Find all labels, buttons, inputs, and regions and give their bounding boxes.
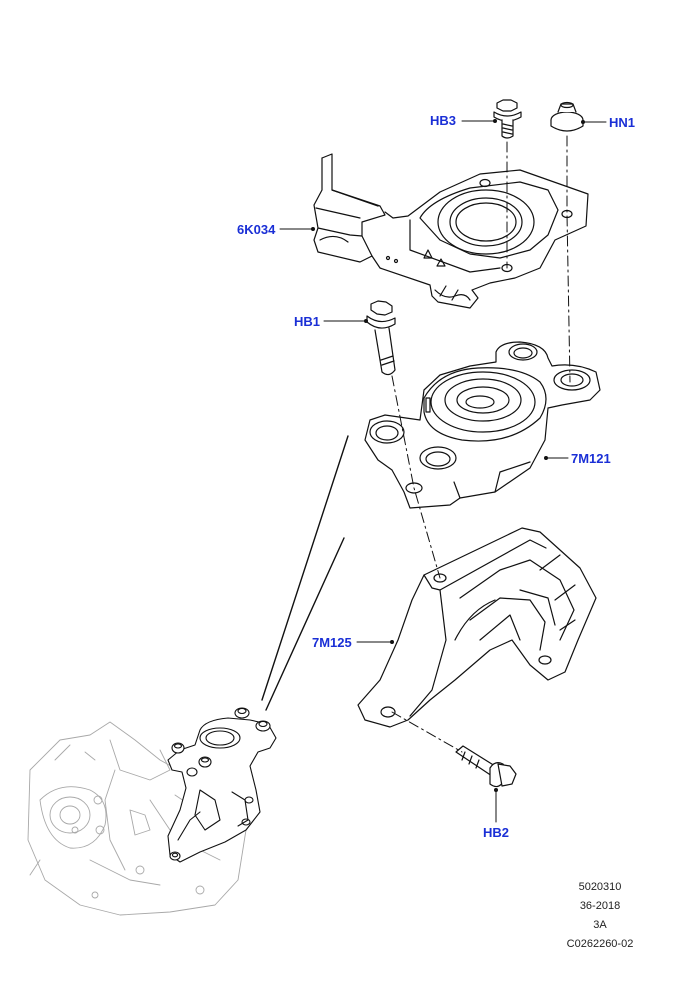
- leader-dot-hn1: [581, 120, 585, 124]
- leader-dot-7m125: [390, 640, 394, 644]
- callout-hb2[interactable]: HB2: [483, 825, 510, 840]
- callout-6k034[interactable]: 6K034: [237, 222, 276, 237]
- illustration-reference: 5020310 36-2018 3A C0262260-02: [560, 878, 640, 954]
- engine-mount-7m121[interactable]: [364, 341, 601, 509]
- bolt-hb3[interactable]: [493, 99, 522, 139]
- callout-hb1[interactable]: HB1: [294, 314, 321, 329]
- bracket-6k034[interactable]: [313, 153, 589, 309]
- alignment-line-hb1: [391, 375, 441, 579]
- illustration-catalog-code: C0262260-02: [566, 938, 634, 950]
- alignment-line-hb2: [391, 711, 463, 753]
- callout-hb3[interactable]: HB3: [430, 113, 457, 128]
- illustration-date-code: 36-2018: [579, 900, 621, 912]
- bracket-7m125[interactable]: [357, 527, 597, 728]
- leader-dot-6k034: [311, 227, 315, 231]
- alignment-line-hn1: [566, 135, 571, 383]
- callout-7m121[interactable]: 7M121: [571, 451, 611, 466]
- detail-leader-lower: [265, 537, 345, 711]
- nut-hn1[interactable]: [550, 101, 584, 132]
- leader-dot-7m121: [544, 456, 548, 460]
- leader-dot-hb3: [493, 119, 497, 123]
- detail-leader-upper: [261, 435, 349, 701]
- bolt-hb2[interactable]: [455, 745, 517, 788]
- illustration-id: 5020310: [578, 881, 622, 893]
- bolt-hb1[interactable]: [366, 300, 396, 376]
- callout-7m125[interactable]: 7M125: [312, 635, 352, 650]
- leader-dot-hb1: [364, 319, 368, 323]
- callout-hn1[interactable]: HN1: [609, 115, 636, 130]
- transmission-overview: [27, 707, 277, 916]
- leader-dot-hb2: [494, 788, 498, 792]
- illustration-revision: 3A: [593, 919, 607, 931]
